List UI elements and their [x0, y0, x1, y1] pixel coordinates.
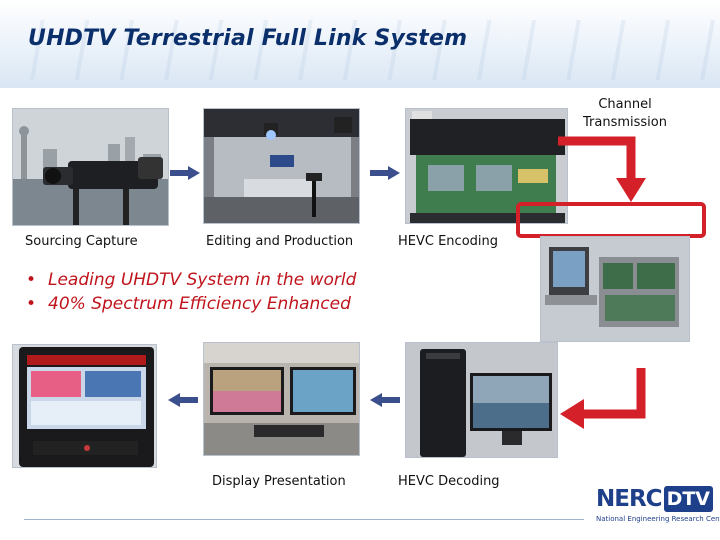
key-points: • Leading UHDTV System in the world • 40… [26, 268, 356, 316]
nerc-dtv-logo: NERC DTV National Engineering Research C… [596, 486, 720, 530]
caption-hevc-encoding: HEVC Encoding [398, 234, 499, 249]
logo-brand-left: NERC [596, 486, 663, 512]
photo-sourcing-capture [12, 108, 169, 226]
bullet-text: Leading UHDTV System in the world [48, 270, 357, 290]
photo-editing-production [203, 108, 360, 224]
channel-label-line1: Channel [598, 97, 652, 112]
arrow-left-icon [370, 393, 400, 407]
photo-display-presentation [203, 342, 360, 456]
channel-label-line2: Transmission [583, 115, 667, 130]
photo-hevc-decoding [405, 342, 558, 458]
footer-divider [24, 519, 584, 520]
elbow-arrow-down-icon [558, 136, 646, 202]
arrow-right-icon [370, 166, 400, 180]
page-title: UHDTV Terrestrial Full Link System [28, 26, 468, 51]
caption-hevc-decoding: HEVC Decoding [398, 474, 500, 489]
photo-channel-equipment [540, 236, 690, 342]
bullet-item: • 40% Spectrum Efficiency Enhanced [26, 292, 356, 316]
elbow-arrow-left-icon [560, 368, 646, 429]
bullet-dot-icon: • [26, 294, 37, 314]
photo-display-device [12, 344, 157, 468]
logo-brand-right: DTV [663, 486, 713, 512]
caption-display-presentation: Display Presentation [212, 474, 346, 489]
channel-transmission-label: Channel Transmission [560, 96, 690, 132]
bullet-item: • Leading UHDTV System in the world [26, 268, 356, 292]
caption-editing-production: Editing and Production [206, 234, 354, 249]
logo-tagline: National Engineering Research Center [596, 515, 720, 523]
bullet-dot-icon: • [26, 270, 37, 290]
channel-highlight-box [516, 202, 706, 238]
bullet-text: 40% Spectrum Efficiency Enhanced [48, 294, 351, 314]
arrow-right-icon [170, 166, 200, 180]
arrow-left-icon [168, 393, 198, 407]
caption-sourcing-capture: Sourcing Capture [25, 234, 138, 249]
header-banner: UHDTV Terrestrial Full Link System [0, 0, 720, 88]
